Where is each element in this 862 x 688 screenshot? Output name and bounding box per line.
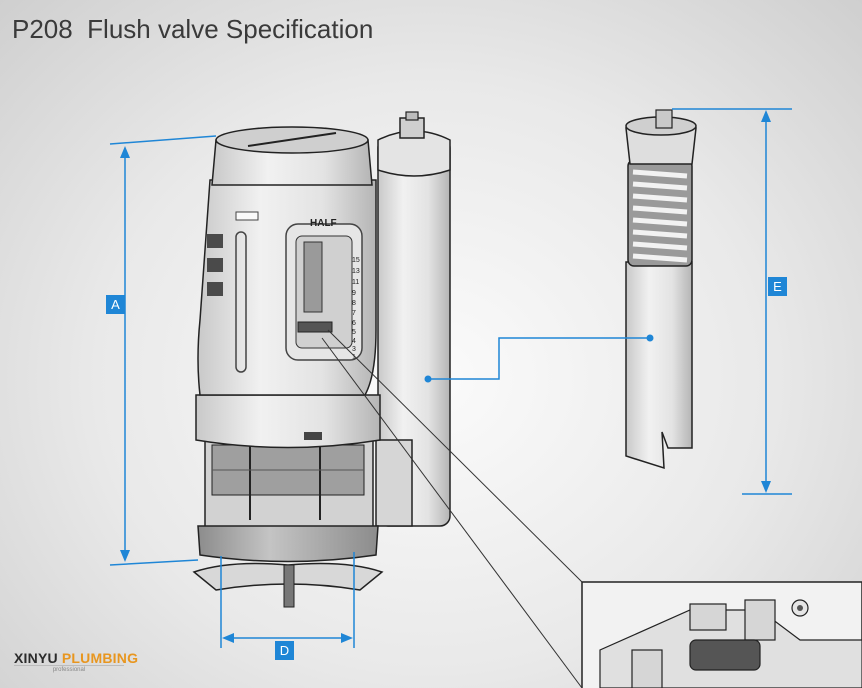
valve-body bbox=[192, 126, 384, 608]
scale-mark: 7 bbox=[352, 310, 356, 317]
scale-mark: 8 bbox=[352, 300, 356, 307]
dimension-e-line bbox=[672, 108, 792, 495]
dimension-e-label: E bbox=[768, 277, 787, 296]
scale-mark: 5 bbox=[352, 329, 356, 336]
scale-mark: 4 bbox=[352, 338, 356, 345]
overflow-connector-line bbox=[424, 334, 654, 383]
logo-accent: PLUMBING bbox=[61, 650, 139, 666]
dimension-a-label: A bbox=[106, 295, 125, 314]
logo-wordmark: XINYU bbox=[14, 650, 58, 666]
scale-mark: 9 bbox=[352, 290, 356, 297]
dimension-d-line bbox=[220, 552, 355, 648]
scale-mark: 3 bbox=[352, 346, 356, 353]
scale-mark: 1 bbox=[352, 354, 356, 361]
logo-tagline: professional bbox=[14, 665, 124, 673]
dimension-a-line bbox=[109, 135, 217, 566]
half-label: HALF bbox=[310, 218, 337, 229]
scale-mark: 13 bbox=[352, 268, 360, 275]
level-scale: 15 13 11 9 8 7 6 5 4 3 1 bbox=[352, 257, 360, 361]
overflow-pipe-detail bbox=[625, 109, 697, 470]
page-title: P208 Flush valve Specification bbox=[12, 14, 374, 44]
overflow-tube bbox=[375, 111, 451, 527]
scale-mark: 6 bbox=[352, 320, 356, 327]
dimension-d-label: D bbox=[275, 641, 294, 660]
scale-mark: 11 bbox=[352, 279, 359, 286]
brand-logo: XINYU PLUMBING professional bbox=[14, 650, 138, 673]
zoom-detail bbox=[581, 581, 862, 688]
scale-mark: 15 bbox=[352, 257, 360, 264]
